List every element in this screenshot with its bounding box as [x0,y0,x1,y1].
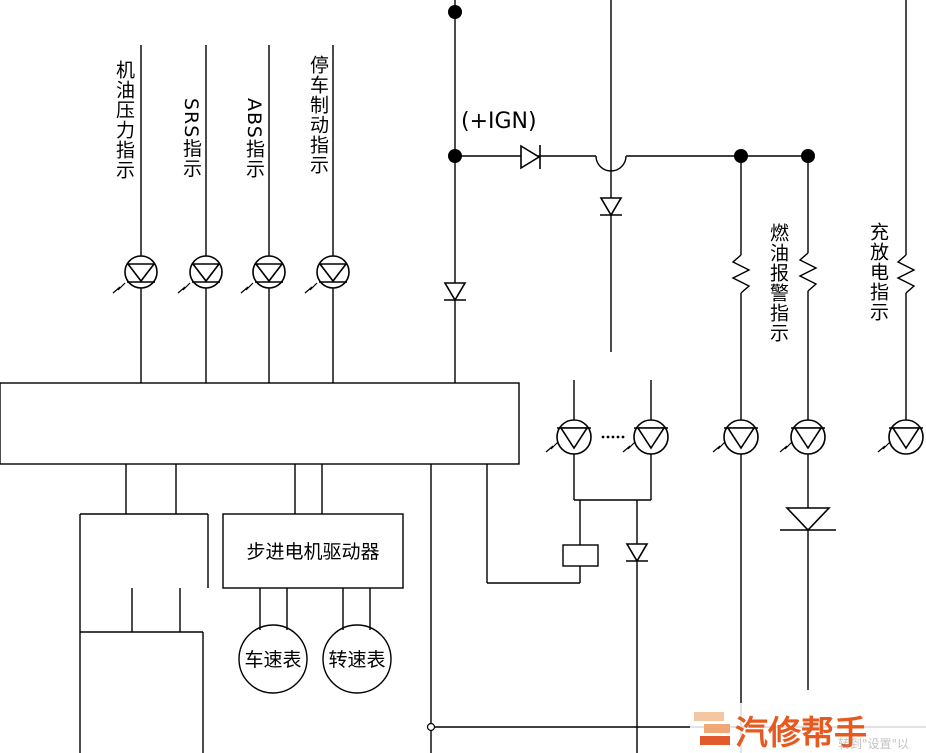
relay-box [562,544,599,567]
lamp-group-b [622,419,669,455]
stepper-driver-box [222,513,404,589]
diode-down [443,282,467,301]
controller-box [0,382,520,465]
label-parking-brake: 停车制动指示 [307,55,329,175]
tachometer-gauge [322,624,392,694]
label-abs: ABS指示 [243,98,265,179]
lamp-fuel-2 [779,419,826,455]
label-srs: SRS指示 [180,98,202,178]
label-oil-pressure: 机油压力指示 [113,60,135,180]
lamp-abs [240,255,286,294]
label-speedometer: 车速表 [244,649,301,671]
label-charge: 充放电指示 [867,222,889,322]
brand-logo-icon [694,712,730,745]
label-tachometer: 转速表 [328,649,385,671]
speedometer-gauge [238,624,308,694]
watermark-brand: 汽修帮手 [735,713,867,752]
lamp-oil-pressure [112,255,158,294]
junction-dot [448,149,462,163]
diode-down-large [780,507,836,532]
label-fuel-alarm: 燃油报警指示 [767,223,789,343]
watermark: 汽修帮手 转到"设置"以 [690,703,926,753]
diode-down [625,543,649,562]
lamp-srs [177,255,223,294]
junction-dot [448,5,462,19]
label-ignition: (+IGN) [461,109,537,134]
lamp-parking-brake [304,255,350,294]
lamp-charge [877,419,924,455]
junction-dot [734,149,748,163]
diode-ign [520,144,541,170]
junction-dot [801,149,815,163]
lamp-fuel-1 [712,419,759,455]
label-stepper-driver: 步进电机驱动器 [246,541,379,563]
watermark-faint: 转到"设置"以 [838,736,909,751]
lamp-group-a [545,419,592,455]
diode-down [599,197,623,216]
